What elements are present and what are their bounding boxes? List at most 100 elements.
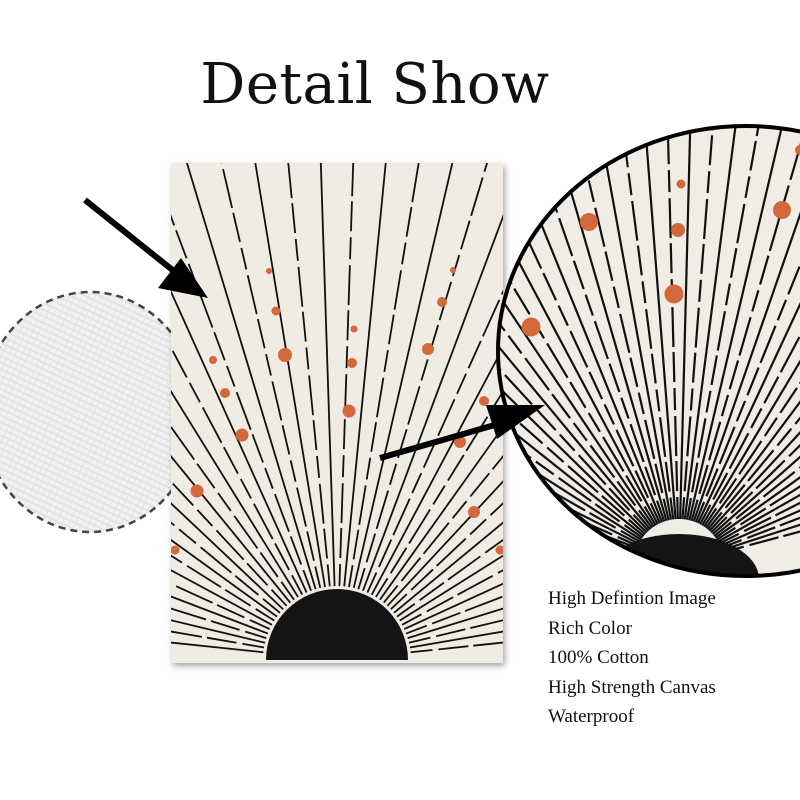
feature-item: High Defintion Image — [548, 588, 716, 609]
ray-line — [498, 126, 661, 524]
ray-line — [220, 163, 322, 589]
ray-line — [409, 630, 503, 649]
ray-line — [683, 126, 762, 520]
ray-line — [171, 619, 266, 644]
orange-dot — [795, 145, 800, 155]
ray-line — [171, 641, 264, 654]
orange-dot — [468, 506, 480, 518]
zoom-detail-circle — [496, 124, 800, 578]
ray-line — [396, 538, 503, 618]
ray-line — [681, 126, 730, 520]
ray-line — [171, 630, 265, 649]
ray-line — [499, 126, 668, 522]
ray-line — [410, 641, 503, 654]
ray-line — [171, 455, 291, 604]
orange-dot — [664, 284, 684, 304]
ray-line — [379, 425, 503, 601]
zoomed-dots — [521, 145, 800, 337]
ray-line — [390, 502, 503, 610]
orange-dot — [278, 348, 292, 362]
feature-item: 100% Cotton — [548, 647, 649, 668]
ray-line — [362, 214, 503, 592]
ray-line — [596, 126, 675, 520]
ray-line — [352, 163, 454, 589]
ray-line — [498, 164, 645, 537]
ray-line — [498, 126, 664, 523]
ray-line — [348, 163, 420, 588]
ray-line — [710, 126, 800, 534]
ray-line — [186, 163, 317, 590]
orange-dot — [190, 484, 204, 498]
ray-line — [401, 569, 503, 626]
ray-line — [708, 126, 800, 532]
ray-line — [171, 569, 273, 626]
orange-dot — [580, 213, 598, 231]
ray-line — [171, 425, 295, 601]
ray-line — [498, 126, 655, 528]
ray-line — [171, 595, 269, 635]
ray-line — [563, 126, 673, 520]
sunburst-rays — [171, 163, 503, 654]
ray-line — [171, 345, 304, 596]
ray-line — [701, 126, 800, 526]
fabric-texture-circle — [0, 288, 210, 536]
ray-line — [688, 126, 800, 521]
ray-line — [703, 126, 800, 528]
ray-line — [171, 289, 308, 593]
ray-line — [383, 455, 503, 604]
ray-line — [171, 480, 288, 607]
ray-line — [661, 126, 679, 520]
ray-line — [498, 126, 648, 534]
ray-line — [498, 190, 644, 539]
ray-line — [690, 126, 800, 522]
orange-dot — [676, 179, 686, 189]
orange-dot — [342, 404, 356, 418]
ray-line — [405, 595, 503, 635]
ray-line — [343, 163, 387, 587]
ray-line — [254, 163, 326, 588]
ray-line — [287, 163, 331, 587]
ray-line — [171, 389, 299, 598]
ray-line — [498, 139, 647, 536]
feature-item: High Strength Canvas — [548, 676, 716, 698]
half-sun-shape — [266, 589, 408, 660]
ray-line — [171, 502, 284, 610]
orange-dot — [773, 201, 791, 219]
orange-dot — [171, 545, 180, 555]
orange-dot — [454, 436, 466, 448]
poster-canvas — [171, 163, 503, 663]
ray-line — [319, 163, 336, 587]
ray-line — [399, 554, 503, 622]
ray-line — [408, 619, 503, 644]
ray-line — [171, 582, 271, 630]
ray-line — [171, 607, 267, 639]
ray-line — [531, 126, 670, 521]
ray-line — [498, 126, 650, 532]
ray-line — [679, 126, 697, 520]
orange-dot — [266, 268, 272, 274]
orange-dot — [347, 358, 357, 368]
feature-list: High Defintion Image Rich Color 100% Cot… — [548, 588, 798, 736]
feature-item: Rich Color — [548, 617, 632, 639]
ray-line — [713, 164, 800, 537]
orange-dot — [437, 297, 447, 307]
ray-line — [171, 214, 312, 592]
ray-line — [171, 538, 278, 618]
orange-dot — [671, 223, 685, 237]
ray-line — [498, 126, 653, 529]
ray-line — [375, 389, 503, 598]
ray-line — [694, 126, 800, 523]
orange-dot — [209, 356, 217, 364]
ray-line — [628, 126, 677, 520]
ray-line — [407, 607, 503, 639]
ray-line — [498, 126, 652, 531]
ray-line — [393, 521, 503, 614]
orange-dot — [422, 343, 434, 355]
orange-dot — [350, 325, 358, 333]
orange-dot — [479, 396, 489, 406]
ray-line — [699, 126, 800, 525]
ray-line — [498, 126, 666, 522]
ray-line — [697, 126, 800, 524]
orange-dot — [521, 317, 541, 337]
ray-line — [338, 163, 355, 587]
